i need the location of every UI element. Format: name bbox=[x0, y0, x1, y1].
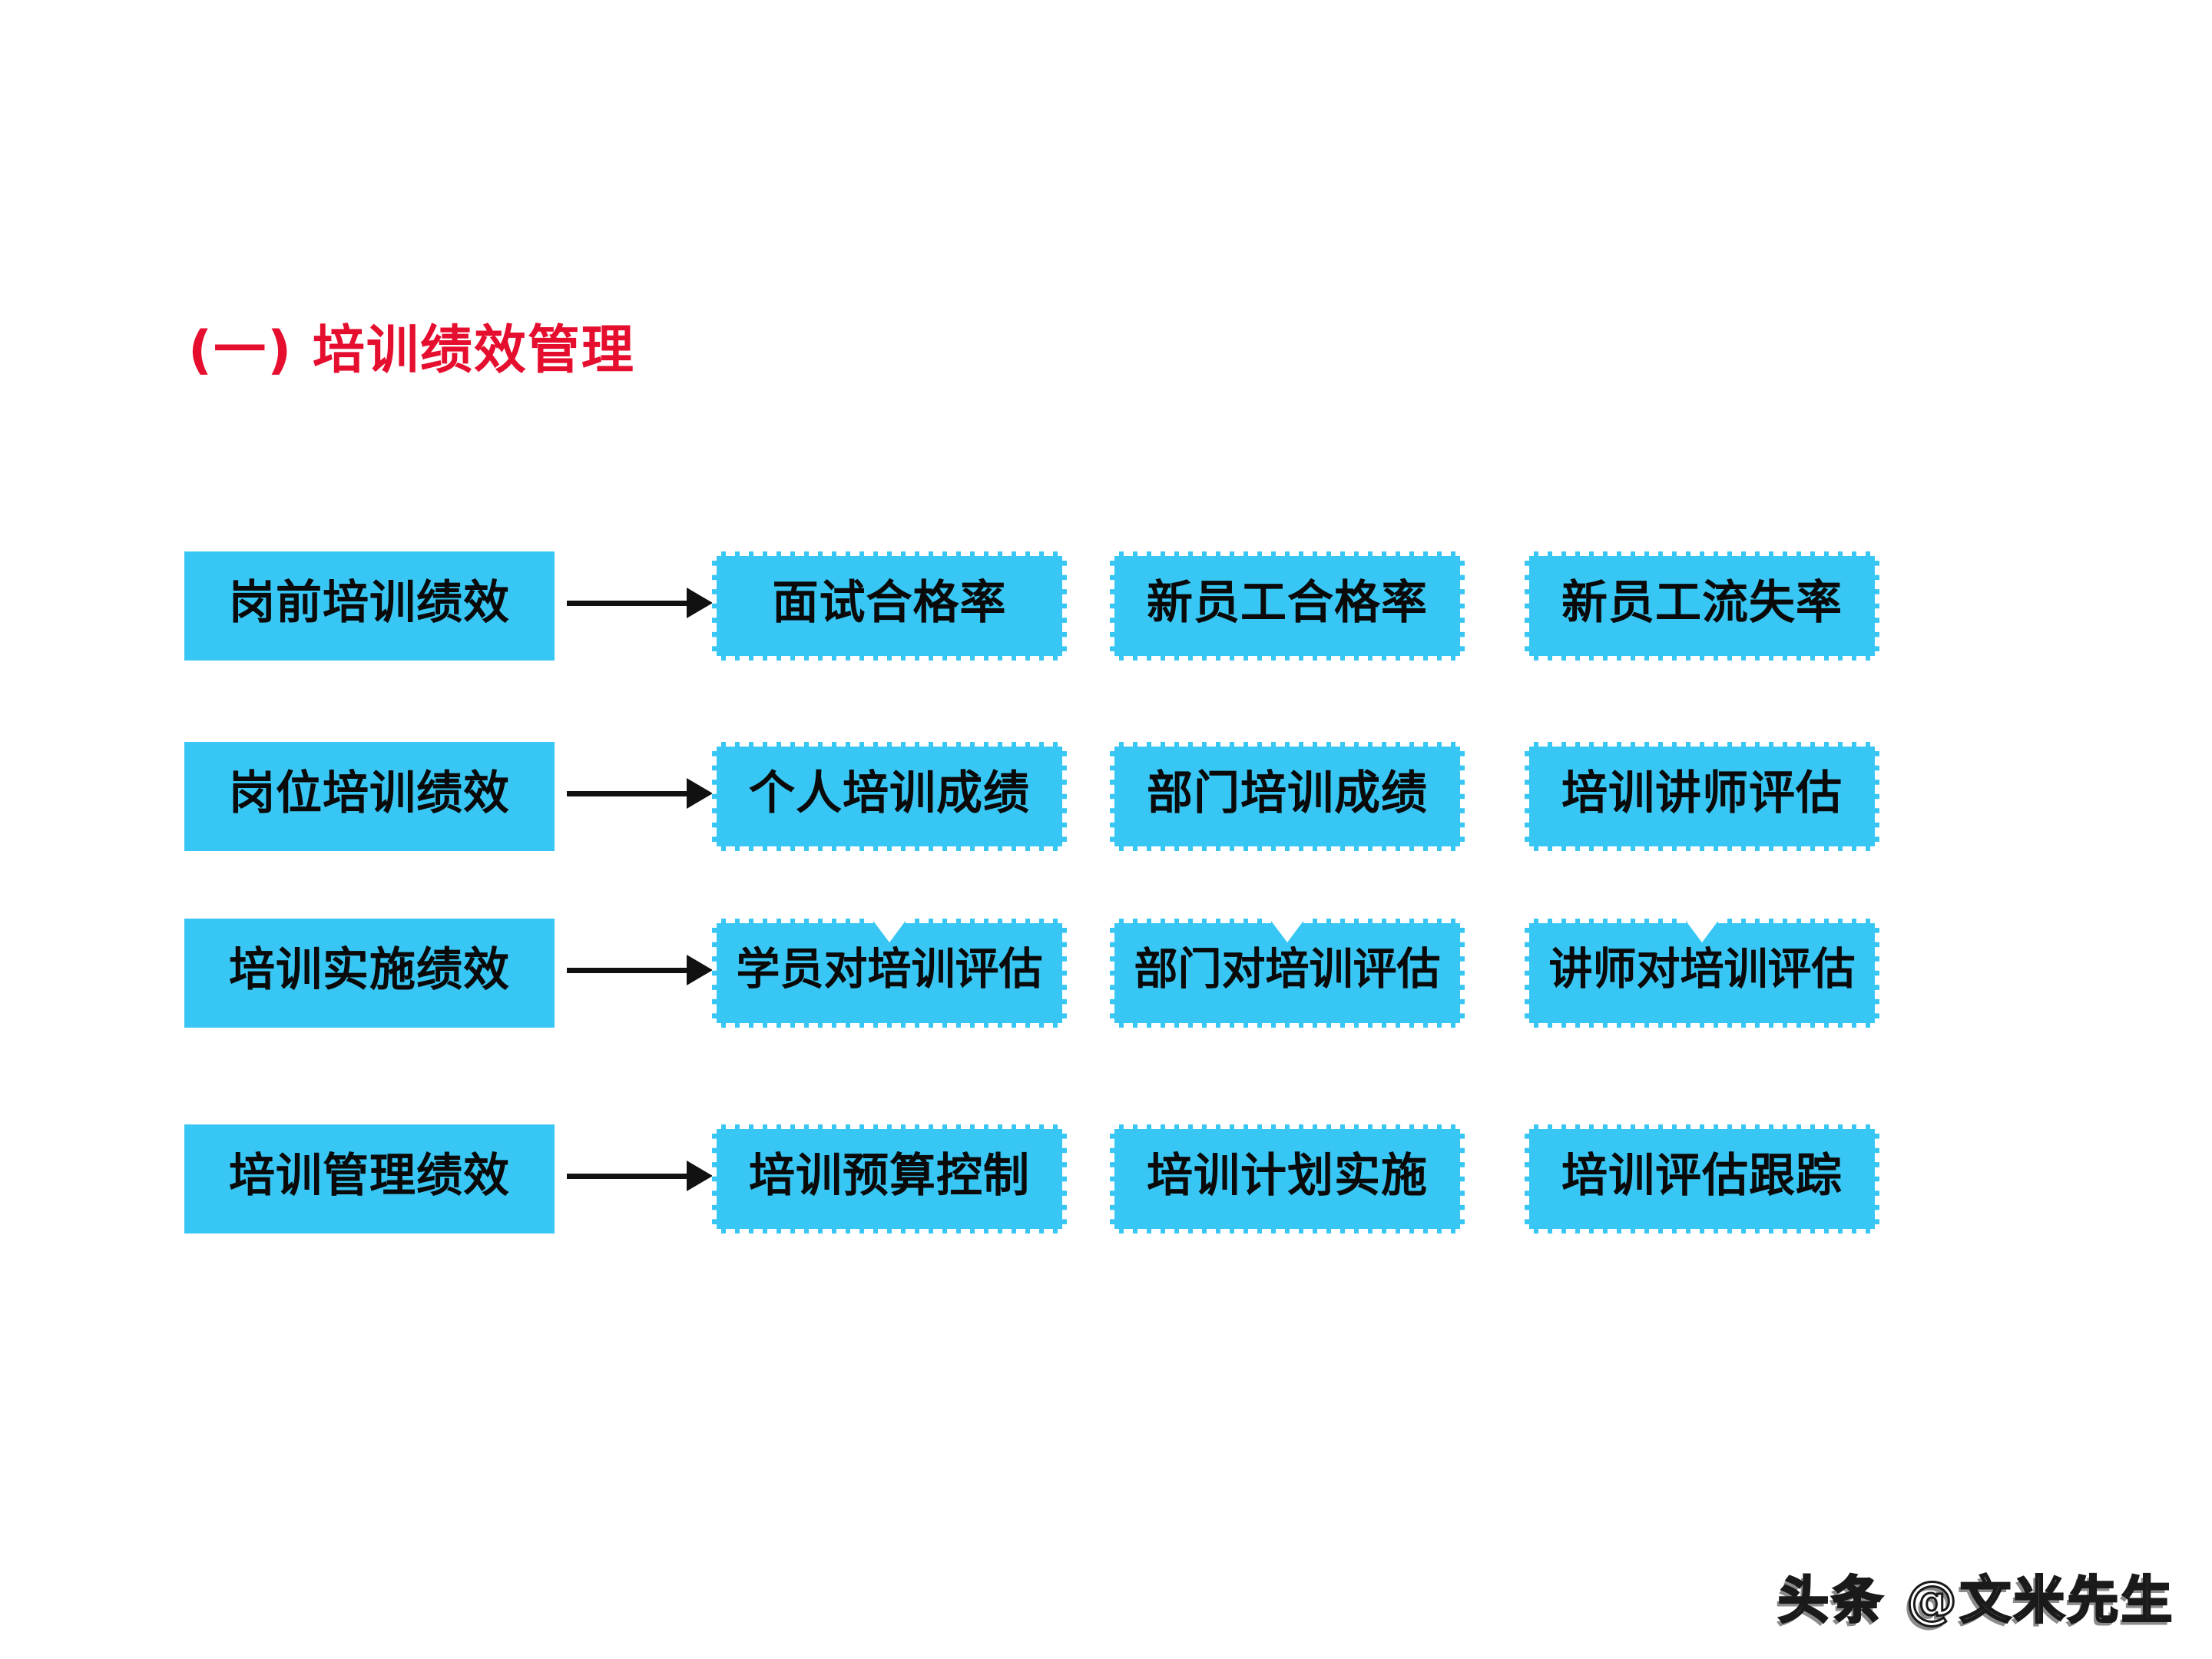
target-box: 培训预算控制 bbox=[712, 1124, 1067, 1233]
target-box-label: 讲师对培训评估 bbox=[1548, 944, 1856, 995]
target-box-label: 培训预算控制 bbox=[749, 1148, 1030, 1203]
target-box-label: 新员工流失率 bbox=[1561, 575, 1843, 630]
arrow-head-icon bbox=[687, 778, 713, 809]
source-box: 岗位培训绩效 bbox=[184, 742, 555, 851]
arrow-head-icon bbox=[687, 1161, 713, 1191]
flow-row-training-management: 培训管理绩效 培训预算控制 培训计划实施 培训评估跟踪 bbox=[184, 1124, 2028, 1233]
target-box: 培训计划实施 bbox=[1110, 1124, 1465, 1233]
flow-arrow bbox=[567, 588, 713, 618]
flow-arrow bbox=[567, 955, 713, 985]
source-box-label: 岗前培训绩效 bbox=[229, 575, 510, 630]
target-box: 新员工流失率 bbox=[1525, 551, 1879, 661]
watermark: 头条 @文米先生 bbox=[1777, 1570, 2175, 1631]
arrow-head-icon bbox=[687, 588, 713, 618]
page-title: (一) 培训绩效管理 bbox=[188, 320, 635, 381]
flow-row-training-implementation: 培训实施绩效 学员对培训评估 部门对培训评估 讲师对培训评估 bbox=[184, 918, 2028, 1028]
target-box-label: 培训讲师评估 bbox=[1561, 766, 1843, 820]
source-box-label: 培训管理绩效 bbox=[229, 1148, 510, 1203]
target-box: 部门培训成绩 bbox=[1110, 742, 1465, 851]
flow-row-on-job-training: 岗位培训绩效 个人培训成绩 部门培训成绩 培训讲师评估 bbox=[184, 742, 2028, 851]
arrow-line bbox=[567, 600, 688, 606]
arrow-line bbox=[567, 1173, 688, 1179]
target-box: 讲师对培训评估 bbox=[1525, 918, 1879, 1028]
target-box-label: 部门对培训评估 bbox=[1134, 944, 1441, 995]
target-box: 个人培训成绩 bbox=[712, 742, 1067, 851]
arrow-line bbox=[567, 790, 688, 796]
source-box-label: 岗位培训绩效 bbox=[229, 766, 510, 820]
arrow-line bbox=[567, 967, 688, 973]
target-box-label: 面试合格率 bbox=[772, 575, 1007, 630]
source-box: 培训管理绩效 bbox=[184, 1124, 555, 1233]
source-box-label: 培训实施绩效 bbox=[229, 942, 510, 997]
target-box: 培训讲师评估 bbox=[1525, 742, 1879, 851]
target-box-label: 新员工合格率 bbox=[1147, 575, 1428, 630]
target-box-label: 学员对培训评估 bbox=[736, 944, 1043, 995]
target-box-label: 培训评估跟踪 bbox=[1561, 1148, 1843, 1203]
target-box: 学员对培训评估 bbox=[712, 918, 1067, 1028]
target-box-label: 个人培训成绩 bbox=[749, 766, 1030, 820]
source-box: 培训实施绩效 bbox=[184, 919, 555, 1028]
flow-arrow bbox=[567, 778, 713, 809]
flow-arrow bbox=[567, 1161, 713, 1191]
arrow-head-icon bbox=[687, 955, 713, 985]
target-box-label: 部门培训成绩 bbox=[1147, 766, 1428, 820]
target-box: 新员工合格率 bbox=[1110, 551, 1465, 661]
target-box: 部门对培训评估 bbox=[1110, 918, 1465, 1028]
target-box: 培训评估跟踪 bbox=[1525, 1124, 1879, 1233]
target-box-label: 培训计划实施 bbox=[1147, 1148, 1428, 1203]
source-box: 岗前培训绩效 bbox=[184, 551, 555, 661]
flow-row-pre-job-training: 岗前培训绩效 面试合格率 新员工合格率 新员工流失率 bbox=[184, 551, 2028, 661]
target-box: 面试合格率 bbox=[712, 551, 1067, 661]
